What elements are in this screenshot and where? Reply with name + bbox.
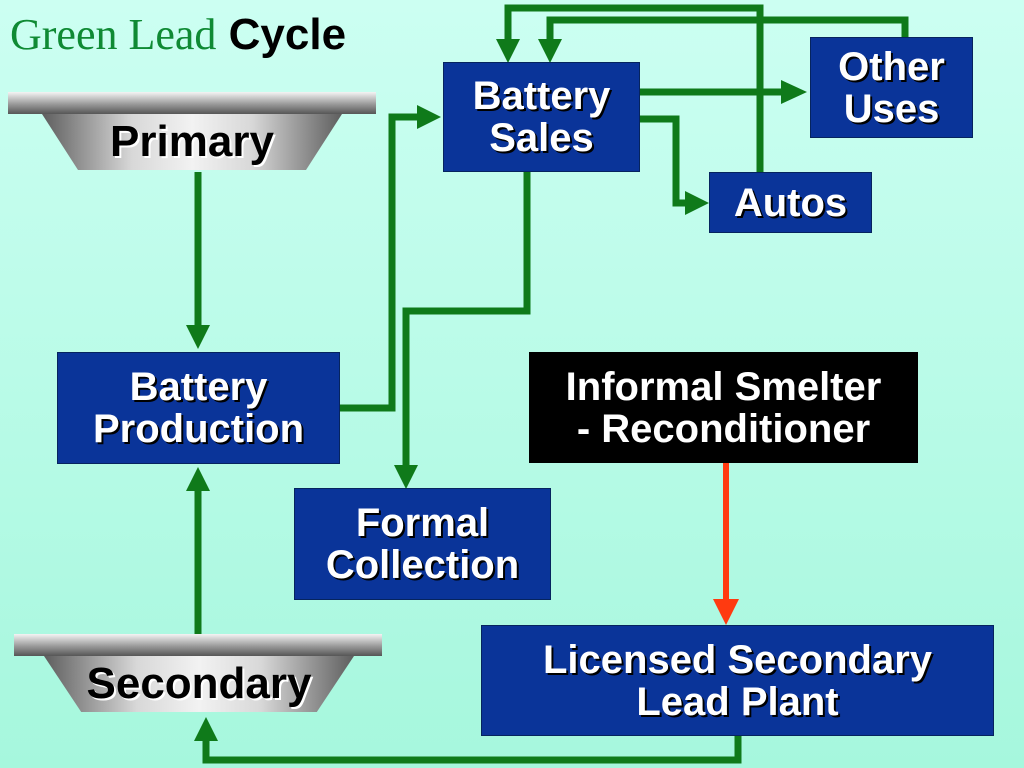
primary-hopper-body bbox=[42, 114, 342, 170]
autos-box: Autos bbox=[709, 172, 872, 233]
battery-sales-box: Battery Sales bbox=[443, 62, 640, 172]
arrowhead-sales-from-production bbox=[417, 105, 441, 129]
title-part-green-lead: Green Lead bbox=[10, 10, 217, 59]
arrow-autos-to-sales bbox=[504, 4, 764, 172]
battery-production-box: Battery Production bbox=[57, 352, 340, 464]
arrow-sales-to-autos bbox=[640, 115, 686, 207]
licensed-plant-box: Licensed Secondary Lead Plant bbox=[481, 625, 994, 736]
formal-collection-box: Formal Collection bbox=[294, 488, 551, 600]
primary-hopper-rim bbox=[8, 92, 376, 114]
arrowhead-production-from-secondary bbox=[186, 467, 210, 491]
primary-hopper: Primary bbox=[8, 92, 376, 170]
secondary-hopper-rim bbox=[14, 634, 382, 656]
other-uses-box: Other Uses bbox=[810, 37, 973, 138]
arrowhead-secondary bbox=[194, 717, 218, 741]
title-part-cycle: Cycle bbox=[228, 10, 347, 59]
primary-label: Primary bbox=[110, 117, 274, 166]
arrowhead-sales-from-autos bbox=[496, 39, 520, 63]
arrowhead-production bbox=[186, 325, 210, 349]
arrowhead-plant bbox=[713, 599, 739, 625]
arrowhead-collection bbox=[394, 465, 418, 489]
arrow-production-to-sales bbox=[340, 113, 418, 412]
secondary-hopper-body bbox=[44, 656, 354, 712]
arrowhead-other-uses bbox=[781, 80, 807, 104]
secondary-label: Secondary bbox=[86, 659, 312, 708]
arrow-plant-to-secondary bbox=[202, 736, 742, 764]
arrow-other-uses-to-sales bbox=[546, 16, 909, 40]
arrowhead-sales-from-other-uses bbox=[538, 39, 562, 63]
secondary-hopper: Secondary bbox=[14, 634, 382, 712]
informal-smelter-box: Informal Smelter - Reconditioner bbox=[529, 352, 918, 463]
page-title: Green Lead Cycle bbox=[10, 6, 346, 64]
arrow-sales-to-collection bbox=[402, 172, 531, 466]
arrowhead-autos bbox=[685, 191, 709, 215]
